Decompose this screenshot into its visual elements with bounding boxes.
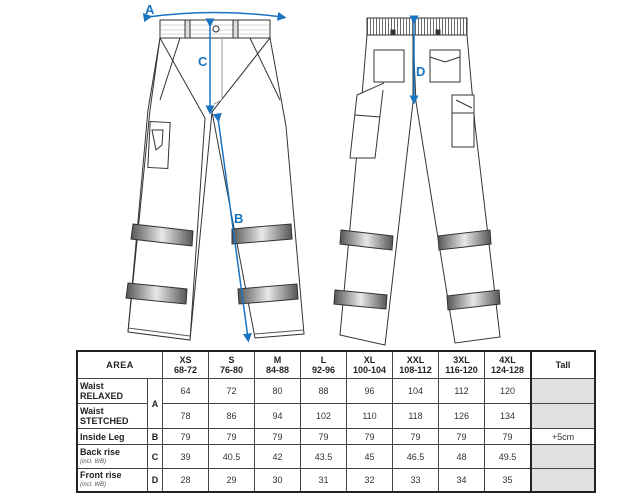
- cell: 40.5: [208, 444, 255, 469]
- table-row: Back rise(incl. WB) C 39 40.5 42 43.5 45…: [76, 444, 596, 469]
- cell: 79: [254, 428, 301, 445]
- area-letter: B: [146, 428, 164, 445]
- cell: 39: [162, 444, 209, 469]
- cell: 79: [484, 428, 532, 445]
- cell: 28: [162, 468, 209, 493]
- trousers-diagram: A C B D: [125, 2, 501, 346]
- cell: 31: [300, 468, 347, 493]
- reflective-band: [130, 223, 194, 247]
- cell: 48: [438, 444, 485, 469]
- area-letter: D: [146, 468, 164, 493]
- cell: 49.5: [484, 444, 532, 469]
- tall-cell: [530, 378, 596, 404]
- cell: 34: [438, 468, 485, 493]
- cell: 134: [484, 403, 532, 429]
- cell: 104: [392, 378, 439, 404]
- waist-measure-line-a: [142, 11, 287, 23]
- cell: 79: [300, 428, 347, 445]
- cell: 32: [346, 468, 393, 493]
- reflective-band: [125, 282, 188, 305]
- cell: 79: [346, 428, 393, 445]
- cell: 79: [438, 428, 485, 445]
- row-label: Back rise(incl. WB): [76, 444, 148, 469]
- front-measurements: A C B: [142, 2, 287, 343]
- row-label: Front rise(incl. WB): [76, 468, 148, 493]
- cell: 78: [162, 403, 209, 429]
- cell: 72: [208, 378, 255, 404]
- reflective-band: [333, 289, 388, 310]
- cell: 94: [254, 403, 301, 429]
- reflective-band: [339, 229, 394, 251]
- cell: 29: [208, 468, 255, 493]
- back-elastic-waistband: [366, 17, 468, 36]
- cell: 88: [300, 378, 347, 404]
- cell: 35: [484, 468, 532, 493]
- cell: 79: [208, 428, 255, 445]
- tall-header: Tall: [530, 350, 596, 379]
- reflective-band: [446, 289, 501, 311]
- front-view-trousers: [125, 19, 305, 341]
- back-view-trousers: [333, 17, 501, 346]
- cell: 43.5: [300, 444, 347, 469]
- cell: 46.5: [392, 444, 439, 469]
- cell: 64: [162, 378, 209, 404]
- table-row: Inside Leg B 79 79 79 79 79 79 79 79 +5c…: [76, 428, 596, 445]
- cell: 86: [208, 403, 255, 429]
- cell: 45: [346, 444, 393, 469]
- cell: 33: [392, 468, 439, 493]
- row-label: Inside Leg: [76, 428, 148, 445]
- label-b: B: [234, 211, 243, 226]
- area-letter: A: [146, 378, 164, 429]
- area-letter: C: [146, 444, 164, 469]
- reflective-band: [437, 229, 492, 251]
- cell: 102: [300, 403, 347, 429]
- tall-cell: [530, 444, 596, 469]
- label-d: D: [416, 64, 425, 79]
- cell: 80: [254, 378, 301, 404]
- tall-cell: [530, 403, 596, 429]
- inside-leg-measure-line-b: [212, 112, 252, 343]
- tall-cell: +5cm: [530, 428, 596, 445]
- area-header: AREA: [76, 350, 163, 379]
- cell: 79: [392, 428, 439, 445]
- cell: 126: [438, 403, 485, 429]
- cell: 120: [484, 378, 532, 404]
- tall-cell: [530, 468, 596, 493]
- cell: 110: [346, 403, 393, 429]
- cell: 79: [162, 428, 209, 445]
- cell: 30: [254, 468, 301, 493]
- cell: 118: [392, 403, 439, 429]
- table-row: Front rise(incl. WB) D 28 29 30 31 32 33…: [76, 468, 596, 493]
- cell: 42: [254, 444, 301, 469]
- label-c: C: [198, 54, 208, 69]
- back-measurements: D: [409, 15, 425, 105]
- label-a: A: [145, 2, 155, 17]
- cell: 112: [438, 378, 485, 404]
- cell: 96: [346, 378, 393, 404]
